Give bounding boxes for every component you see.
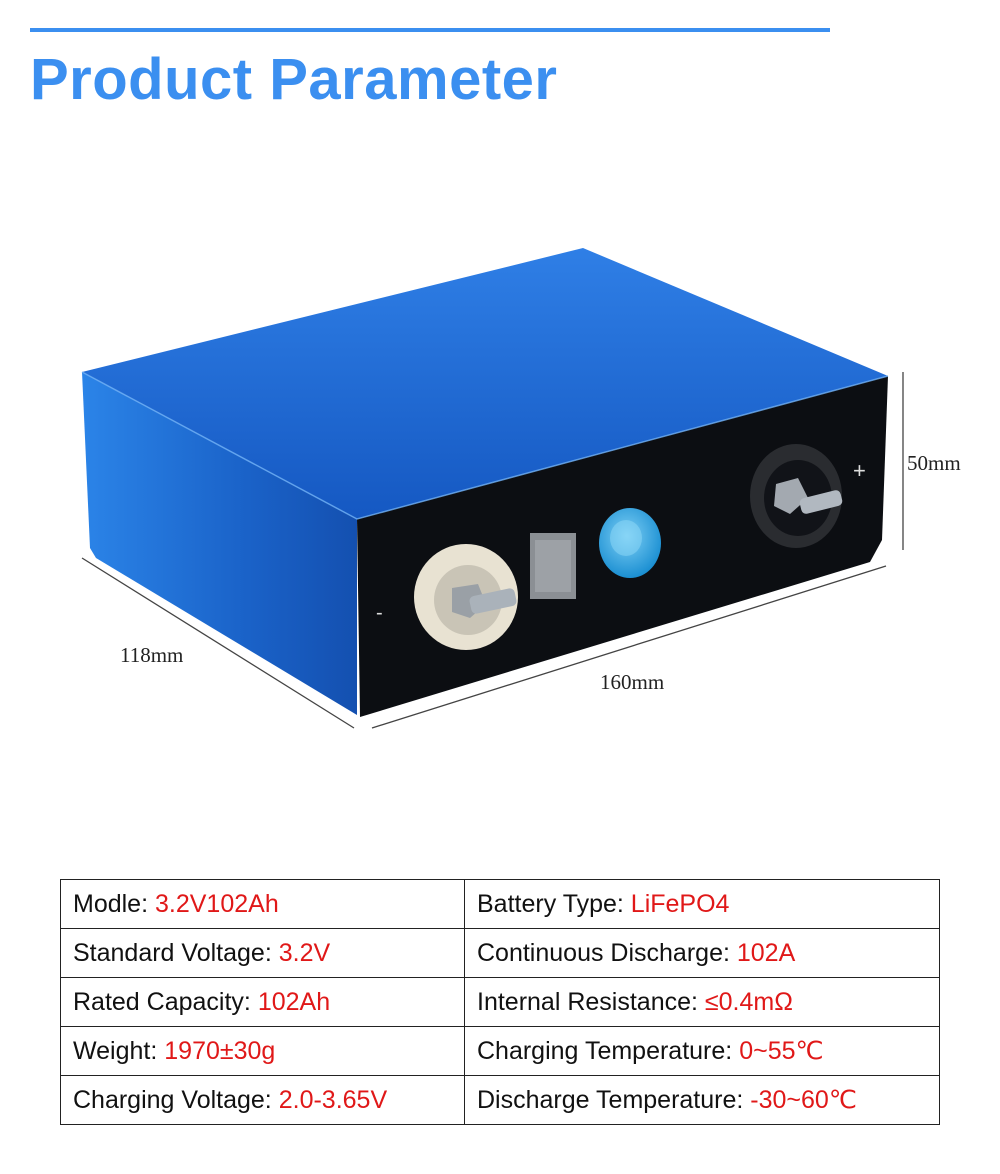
spec-table: Modle: 3.2V102Ah Battery Type: LiFePO4 S…	[60, 879, 940, 1125]
positive-sign: +	[853, 458, 866, 483]
spec-label: Charging Voltage:	[73, 1085, 272, 1114]
spec-value: LiFePO4	[630, 889, 730, 918]
table-row: Standard Voltage: 3.2V Continuous Discha…	[60, 928, 940, 978]
height-dimension-label: 50mm	[907, 451, 961, 475]
spec-value: 1970±30g	[164, 1036, 276, 1065]
spec-value: 0~55℃	[739, 1037, 824, 1065]
table-row: Charging Voltage: 2.0-3.65V Discharge Te…	[60, 1075, 940, 1125]
table-row: Weight: 1970±30g Charging Temperature: 0…	[60, 1026, 940, 1076]
spec-cell: Modle: 3.2V102Ah	[60, 879, 465, 929]
spec-value: 3.2V102Ah	[155, 889, 279, 918]
spec-label: Continuous Discharge:	[477, 938, 730, 967]
spec-label: Rated Capacity:	[73, 987, 251, 1016]
spec-cell: Charging Voltage: 2.0-3.65V	[60, 1075, 465, 1125]
width-dimension-label: 118mm	[120, 643, 183, 667]
spec-cell: Discharge Temperature: -30~60℃	[464, 1075, 940, 1125]
spec-label: Modle:	[73, 889, 149, 918]
title-rule	[30, 28, 830, 32]
spec-label: Internal Resistance:	[477, 987, 698, 1016]
length-dimension-line	[371, 565, 887, 729]
length-dimension-label: 160mm	[600, 670, 664, 694]
spec-label: Discharge Temperature:	[477, 1086, 744, 1114]
spec-value: 2.0-3.65V	[278, 1085, 388, 1114]
battery-illustration: - + 118mm 160mm 50mm	[81, 248, 961, 729]
spec-cell: Charging Temperature: 0~55℃	[464, 1026, 940, 1076]
spec-label: Weight:	[73, 1036, 158, 1065]
page-title: Product Parameter	[30, 47, 558, 112]
spec-label: Battery Type:	[477, 889, 624, 918]
spec-value: 102A	[736, 938, 796, 967]
battery-side-face	[82, 372, 357, 715]
spec-value: 3.2V	[278, 938, 331, 967]
spec-value: 102Ah	[257, 987, 331, 1016]
width-dimension-line	[81, 557, 355, 729]
spec-label: Standard Voltage:	[73, 938, 272, 967]
spec-cell: Weight: 1970±30g	[60, 1026, 465, 1076]
table-row: Modle: 3.2V102Ah Battery Type: LiFePO4	[60, 879, 940, 929]
negative-sign: -	[376, 602, 383, 624]
battery-top-face	[82, 248, 888, 519]
spec-cell: Rated Capacity: 102Ah	[60, 977, 465, 1027]
spec-cell: Internal Resistance: ≤0.4mΩ	[464, 977, 940, 1027]
spec-label: Charging Temperature:	[477, 1037, 733, 1065]
spec-cell: Battery Type: LiFePO4	[464, 879, 940, 929]
spec-value: ≤0.4mΩ	[704, 987, 793, 1016]
table-row: Rated Capacity: 102Ah Internal Resistanc…	[60, 977, 940, 1027]
spec-value: -30~60℃	[750, 1086, 857, 1114]
spec-cell: Continuous Discharge: 102A	[464, 928, 940, 978]
spec-cell: Standard Voltage: 3.2V	[60, 928, 465, 978]
